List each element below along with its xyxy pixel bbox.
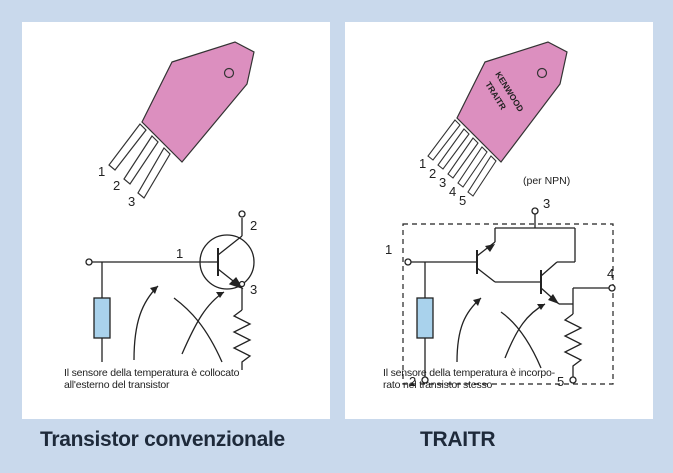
transistor-leads [108, 123, 171, 199]
conventional-schematic [85, 210, 255, 370]
pin-label-1: 1 [98, 164, 105, 179]
node-label-3: 3 [543, 196, 550, 211]
heat-arrow-head [537, 304, 545, 310]
pin-label-3: 3 [439, 175, 446, 190]
node-label-3: 3 [250, 282, 257, 297]
conventional-transistor-panel: 1 2 3 [22, 22, 330, 419]
node-label-1: 1 [385, 242, 392, 257]
node-label-2: 2 [409, 374, 416, 389]
traitr-schematic [404, 207, 616, 384]
heat-arrow-head [150, 286, 158, 294]
pin-label-2: 2 [429, 166, 436, 181]
emitter-arrow [485, 244, 495, 252]
node-label-4: 4 [607, 266, 614, 281]
traitr-leads [427, 119, 497, 197]
pin-label-1: 1 [419, 156, 426, 171]
pin-label-2: 2 [113, 178, 120, 193]
temperature-sensor [93, 297, 111, 339]
node-label-1: 1 [176, 246, 183, 261]
package-outline [402, 223, 614, 385]
traitr-caption: Il sensore della temperatura è incorpo- … [383, 367, 555, 391]
transistor-package [141, 41, 255, 163]
heat-arrow-head [473, 298, 481, 306]
traitr-title: TRAITR [420, 428, 496, 451]
traitr-package: KENWOOD TRAITR [456, 41, 568, 163]
traitr-diagram: KENWOOD TRAITR 1 2 3 4 5 (per NPN) [385, 41, 616, 389]
node-label-5: 5 [557, 374, 564, 389]
temperature-sensor [416, 297, 434, 339]
emitter-arrow [548, 294, 559, 304]
conventional-transistor-diagram: 1 2 3 [85, 41, 257, 370]
pin-label-4: 4 [449, 184, 456, 199]
npn-note: (per NPN) [523, 175, 570, 187]
conventional-caption: Il sensore della temperatura è collocato… [64, 367, 240, 391]
conventional-title: Transistor convenzionale [40, 428, 285, 451]
pin-label-3: 3 [128, 194, 135, 209]
node-label-2: 2 [250, 218, 257, 233]
heat-arrow-head [216, 292, 224, 298]
pin-label-5: 5 [459, 193, 466, 208]
traitr-panel: KENWOOD TRAITR 1 2 3 4 5 (per NPN) [345, 22, 653, 419]
